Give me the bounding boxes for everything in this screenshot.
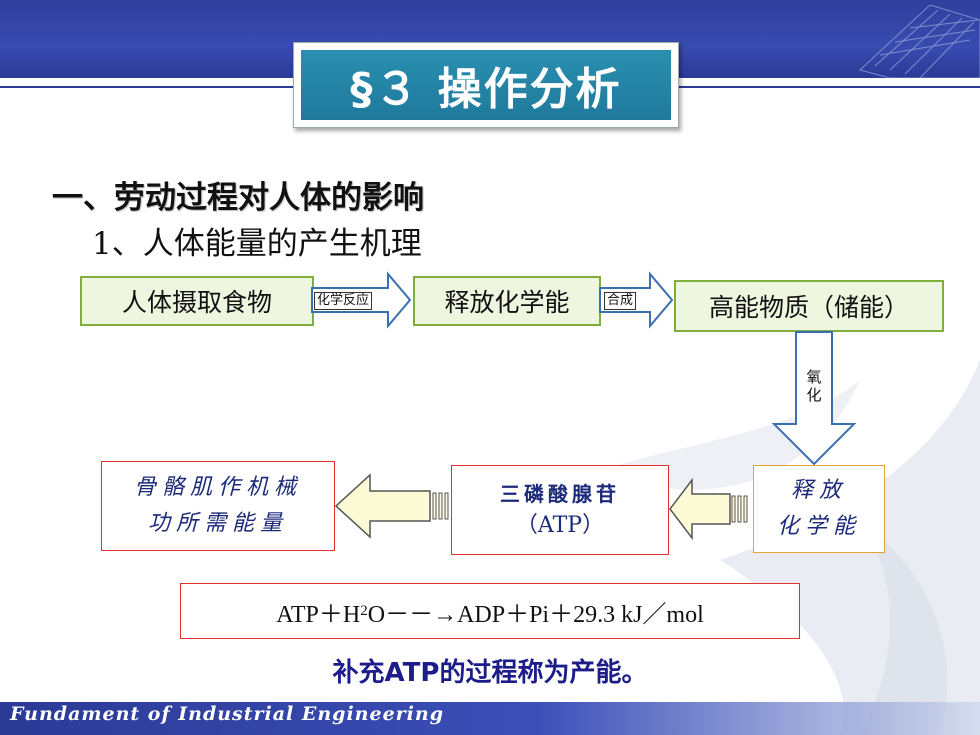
atp-abbreviation: （ATP） <box>515 513 605 538</box>
section-heading: 一、劳动过程对人体的影响 <box>52 180 424 216</box>
box-atp: 三磷酸腺苷 （ATP） <box>451 465 669 555</box>
muscle-energy-line1: 骨骼肌作机械 <box>133 475 302 500</box>
title-frame: §３ 操作分析 <box>293 42 679 128</box>
equation-subscript: 2 <box>360 602 368 619</box>
arrow-down-icon <box>772 331 856 466</box>
box-release-energy: 释放 化学能 <box>753 465 885 553</box>
footer-text: Fundament of Industrial Engineering <box>10 703 444 725</box>
slide-title: §３ 操作分析 <box>350 64 622 115</box>
box-release-chemical-energy: 释放化学能 <box>413 276 601 326</box>
summary-text: 补充ATP的过程称为产能。 <box>332 658 648 688</box>
footer-band: Fundament of Industrial Engineering <box>0 702 980 735</box>
release-energy-line2: 化学能 <box>776 514 861 539</box>
arrow-left-icon <box>334 473 449 539</box>
box-food-intake-label: 人体摄取食物 <box>121 288 272 317</box>
box-food-intake: 人体摄取食物 <box>80 276 314 326</box>
box-high-energy-substance-label: 高能物质（储能） <box>708 293 909 322</box>
subsection-heading: 1、人体能量的产生机理 <box>92 226 422 262</box>
arrow-label-synthesis: 合成 <box>604 292 637 310</box>
release-energy-line1: 释放 <box>790 478 847 503</box>
arrow-left-icon <box>669 478 748 540</box>
keyboard-icon <box>858 4 980 78</box>
box-high-energy-substance: 高能物质（储能） <box>674 280 944 332</box>
arrow-label-chemical-reaction: 化学反应 <box>314 292 373 310</box>
equation-part1: ATP＋H <box>276 601 361 628</box>
muscle-energy-line2: 功所需能量 <box>147 511 288 536</box>
box-muscle-energy: 骨骼肌作机械 功所需能量 <box>101 461 335 551</box>
title-panel: §３ 操作分析 <box>301 50 671 120</box>
oxidation-label-1: 氧 <box>806 368 822 386</box>
atp-name: 三磷酸腺苷 <box>500 482 620 506</box>
equation-part2: O－－→ADP＋Pi＋29.3 kJ／mol <box>367 601 704 628</box>
oxidation-label-2: 化 <box>806 386 822 404</box>
box-release-chemical-energy-label: 释放化学能 <box>444 288 570 317</box>
